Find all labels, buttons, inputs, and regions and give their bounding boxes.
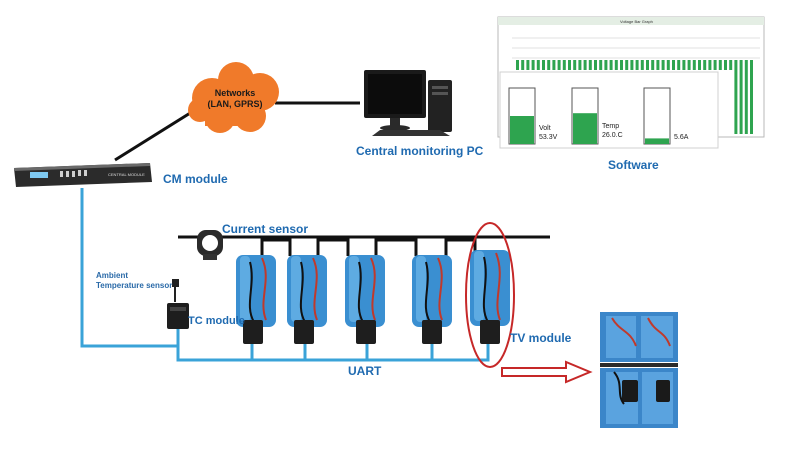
battery-cell-5 xyxy=(470,250,510,344)
ambient-sensor-label-line1: Ambient xyxy=(96,271,128,280)
gauge-label: Temp xyxy=(602,123,619,130)
voltage-bar xyxy=(724,60,727,70)
voltage-bar xyxy=(536,60,540,70)
voltage-bars xyxy=(516,60,753,134)
voltage-bar xyxy=(614,60,618,70)
voltage-bar xyxy=(609,60,613,70)
tc-module-device xyxy=(167,303,189,329)
cm-module-device xyxy=(14,163,152,187)
gauge-value: 26.0.C xyxy=(602,132,623,139)
central-monitoring-pc-icon xyxy=(364,70,452,136)
battery-string xyxy=(236,250,510,344)
gauge-label: Volt xyxy=(539,125,551,132)
power-bus xyxy=(178,235,550,256)
networks-label: Networks (LAN, GPRS) xyxy=(205,88,265,110)
voltage-bar xyxy=(646,60,649,70)
voltage-bar xyxy=(562,60,566,70)
voltage-bar xyxy=(547,60,551,70)
current-sensor-device xyxy=(197,230,223,260)
gauge-fill xyxy=(573,113,597,144)
voltage-bar xyxy=(599,60,603,70)
voltage-bar xyxy=(588,60,592,70)
blue-wiring xyxy=(80,188,490,362)
ambient-sensor-label: Ambient Temperature sensor xyxy=(96,271,172,291)
voltage-bar xyxy=(516,60,519,70)
voltage-bar xyxy=(672,60,675,70)
gauge-fill xyxy=(645,138,669,144)
cm-device-label: CENTRAL MODULE xyxy=(108,172,145,177)
voltage-bar xyxy=(640,60,644,70)
voltage-bar xyxy=(744,60,748,134)
networks-label-line1: Networks xyxy=(214,88,256,98)
cm-module-label: CM module xyxy=(163,172,228,186)
voltage-bar xyxy=(718,60,722,70)
software-label: Software xyxy=(608,158,659,172)
voltage-bar xyxy=(578,60,582,70)
gauge-panel: Volt 53.3V Temp 26.0.C 5.6A xyxy=(508,87,689,145)
ambient-sensor-label-line2: Temperature sensor xyxy=(96,281,173,290)
battery-cell-4 xyxy=(412,255,452,344)
tv-module-label: TV module xyxy=(510,331,572,345)
software-title: Voltage Bar Graph xyxy=(620,19,653,24)
cm-to-network-line xyxy=(114,108,196,162)
gauge-frame xyxy=(643,87,671,145)
voltage-bar xyxy=(635,60,639,70)
software-screenshot: Voltage Bar Graph Volt 53.3V Temp 26.0.C 5.6… xyxy=(497,16,765,149)
voltage-bar xyxy=(698,60,701,70)
battery-cell-1 xyxy=(236,255,276,344)
voltage-bar xyxy=(620,60,623,70)
voltage-bar xyxy=(630,60,634,70)
voltage-bar xyxy=(651,60,655,70)
voltage-bar xyxy=(526,60,530,70)
tv-module-highlight-ellipse xyxy=(465,222,515,368)
central-pc-label: Central monitoring PC xyxy=(356,144,484,158)
voltage-bar xyxy=(568,60,571,70)
voltage-bar xyxy=(583,60,587,70)
voltage-bar xyxy=(661,60,665,70)
voltage-bar xyxy=(604,60,608,70)
voltage-bar xyxy=(542,60,545,70)
voltage-bar xyxy=(625,60,629,70)
voltage-bar xyxy=(734,60,738,134)
battery-cell-3 xyxy=(345,255,385,344)
voltage-bar xyxy=(729,60,733,70)
voltage-bar xyxy=(750,60,753,134)
voltage-bar xyxy=(687,60,691,70)
tv-module-closeup-photo xyxy=(600,312,678,428)
voltage-bar xyxy=(656,60,660,70)
voltage-bar xyxy=(703,60,707,70)
voltage-bar xyxy=(573,60,577,70)
voltage-bar xyxy=(682,60,686,70)
gauge-value: 53.3V xyxy=(539,134,558,141)
voltage-bar xyxy=(594,60,597,70)
voltage-bar xyxy=(739,60,743,134)
voltage-bar xyxy=(708,60,712,70)
voltage-bar xyxy=(552,60,556,70)
ambient-temperature-sensor-device xyxy=(172,279,179,302)
voltage-bar xyxy=(692,60,696,70)
voltage-bar xyxy=(521,60,525,70)
tc-module-label: TC module xyxy=(188,315,245,327)
current-sensor-label: Current sensor xyxy=(222,222,309,236)
gauge-value: 5.6A xyxy=(674,134,689,141)
networks-label-line2: (LAN, GPRS) xyxy=(207,99,263,109)
gauge-fill xyxy=(510,116,534,144)
voltage-bar xyxy=(557,60,561,70)
voltage-bar xyxy=(666,60,670,70)
voltage-bar xyxy=(677,60,681,70)
voltage-bar xyxy=(713,60,717,70)
battery-cell-2 xyxy=(287,255,327,344)
network-cloud-icon xyxy=(188,62,279,133)
voltage-bar xyxy=(531,60,535,70)
uart-label: UART xyxy=(348,364,382,378)
red-arrow-icon xyxy=(501,360,593,384)
